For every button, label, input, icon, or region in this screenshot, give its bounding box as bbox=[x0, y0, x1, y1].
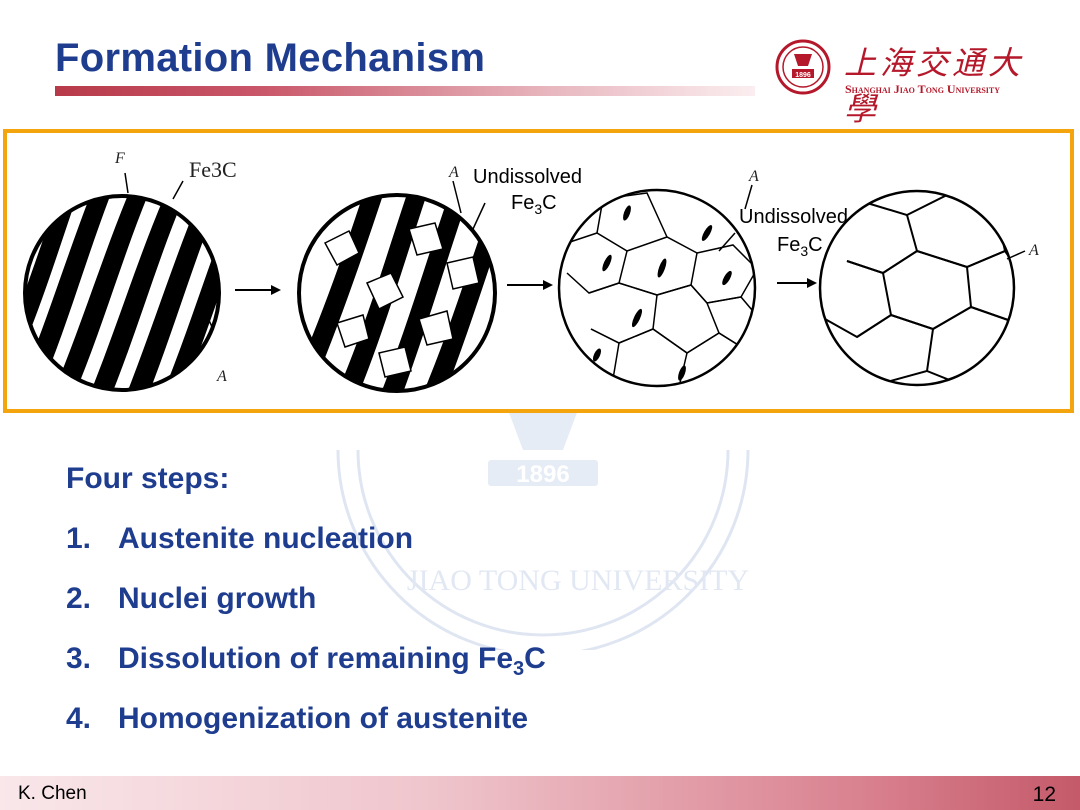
page-number: 12 bbox=[1032, 783, 1056, 806]
step-3-number: 3. bbox=[66, 642, 92, 675]
step-2: 2. Nuclei growth bbox=[66, 582, 316, 616]
stage-pearlite: F Fe3C A bbox=[23, 150, 237, 392]
callout-undissolved-1-line2: Fe3C bbox=[511, 192, 557, 217]
university-watermark: 1896 JIAO TONG UNIVERSITY bbox=[336, 410, 750, 650]
svg-text:JIAO TONG UNIVERSITY: JIAO TONG UNIVERSITY bbox=[407, 564, 749, 597]
arrow-1 bbox=[235, 285, 281, 295]
slide-footer: K. Chen 12 bbox=[0, 776, 1080, 810]
step-2-text: Nuclei growth bbox=[118, 582, 317, 615]
label-ferrite: F bbox=[114, 150, 125, 167]
label-cementite: Fe3C bbox=[189, 157, 237, 182]
footer-author: K. Chen bbox=[18, 783, 87, 804]
label-austenite-2: A bbox=[448, 164, 459, 181]
university-seal-icon: 1896 bbox=[775, 39, 831, 95]
step-3: 3. Dissolution of remaining Fe3C bbox=[66, 642, 546, 681]
step-4-number: 4. bbox=[66, 702, 92, 735]
university-logo: 1896 上海交通大學 Shanghai Jiao Tong Universit… bbox=[774, 38, 1056, 128]
seal-year: 1896 bbox=[795, 72, 811, 79]
callout-undissolved-2-line1: Undissolved bbox=[739, 206, 848, 228]
title-underline bbox=[55, 86, 755, 96]
logo-english-name: Shanghai Jiao Tong University bbox=[845, 82, 1001, 96]
stage-nucleation: A Undissolved Fe3C bbox=[297, 164, 582, 393]
step-1: 1. Austenite nucleation bbox=[66, 522, 413, 556]
callout-undissolved-2-line2: Fe3C bbox=[777, 234, 823, 259]
svg-text:1896: 1896 bbox=[516, 461, 569, 488]
stage-homogenization: A bbox=[818, 189, 1039, 387]
step-4-text: Homogenization of austenite bbox=[118, 702, 529, 735]
arrow-2 bbox=[507, 280, 553, 290]
steps-heading: Four steps: bbox=[66, 462, 230, 495]
label-austenite-1: A bbox=[216, 368, 227, 385]
step-1-text: Austenite nucleation bbox=[118, 522, 414, 555]
arrow-3 bbox=[777, 278, 817, 288]
microstructure-diagram: F Fe3C A bbox=[23, 150, 1039, 393]
slide-title: Formation Mechanism bbox=[55, 36, 486, 80]
step-3-text: Dissolution of remaining Fe bbox=[118, 642, 514, 675]
austenite-formation-figure: F Fe3C A bbox=[3, 129, 1074, 413]
step-3-subscript: 3 bbox=[513, 658, 525, 680]
label-austenite-4: A bbox=[1028, 242, 1039, 259]
logo-chinese-name: 上海交通大學 bbox=[844, 44, 1025, 128]
step-3-text-tail: C bbox=[524, 642, 546, 675]
step-4: 4. Homogenization of austenite bbox=[66, 702, 528, 736]
callout-undissolved-1-line1: Undissolved bbox=[473, 166, 582, 188]
label-austenite-3: A bbox=[748, 168, 759, 185]
stage-carbide-dissolution: A Undissolved Fe3C bbox=[557, 168, 848, 388]
step-2-number: 2. bbox=[66, 582, 92, 615]
step-1-number: 1. bbox=[66, 522, 92, 555]
